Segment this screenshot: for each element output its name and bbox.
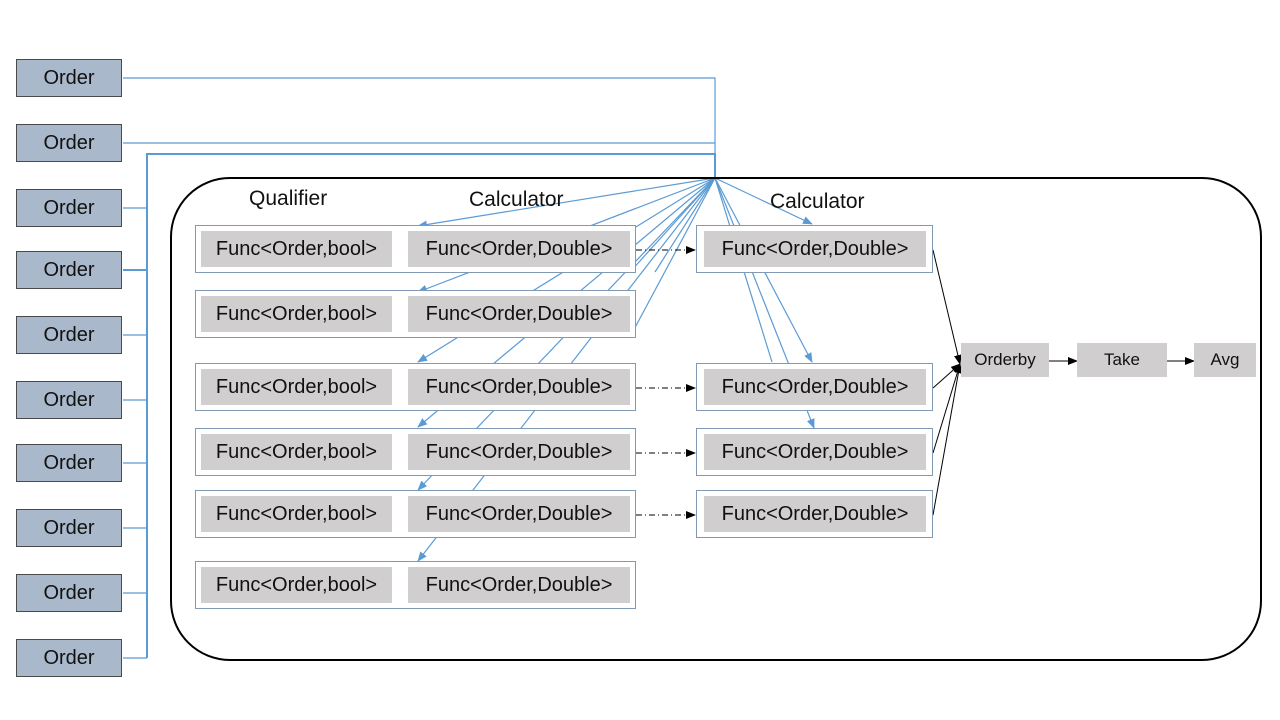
order-box: Order [16, 124, 122, 162]
calculator-row: Func<Order,Double> [696, 225, 933, 273]
calculator-func: Func<Order,Double> [408, 567, 630, 603]
order-box: Order [16, 444, 122, 482]
calculator-row: Func<Order,Double> [696, 428, 933, 476]
order-box: Order [16, 59, 122, 97]
qualifier-func: Func<Order,bool> [201, 369, 392, 405]
qualifier-func: Func<Order,bool> [201, 434, 392, 470]
order-box: Order [16, 316, 122, 354]
order-box: Order [16, 251, 122, 289]
order-box: Order [16, 639, 122, 677]
func-row: Func<Order,bool> Func<Order,Double> [195, 428, 636, 476]
calculator-func: Func<Order,Double> [408, 369, 630, 405]
func-row: Func<Order,bool> Func<Order,Double> [195, 225, 636, 273]
calculator-func: Func<Order,Double> [704, 496, 926, 532]
calculator-header-left: Calculator [469, 188, 564, 211]
order-bus [146, 153, 716, 658]
qualifier-header: Qualifier [249, 187, 328, 210]
order-1-wire [123, 77, 716, 178]
calculator-func: Func<Order,Double> [408, 296, 630, 332]
calculator-func: Func<Order,Double> [704, 231, 926, 267]
avg-step: Avg [1194, 343, 1256, 377]
qualifier-func: Func<Order,bool> [201, 496, 392, 532]
qualifier-func: Func<Order,bool> [201, 567, 392, 603]
func-row: Func<Order,bool> Func<Order,Double> [195, 561, 636, 609]
orderby-step: Orderby [961, 343, 1049, 377]
calculator-func: Func<Order,Double> [408, 231, 630, 267]
processing-container [170, 177, 1262, 661]
calculator-func: Func<Order,Double> [408, 496, 630, 532]
calculator-func: Func<Order,Double> [704, 369, 926, 405]
qualifier-func: Func<Order,bool> [201, 231, 392, 267]
order-box: Order [16, 574, 122, 612]
calculator-func: Func<Order,Double> [408, 434, 630, 470]
func-row: Func<Order,bool> Func<Order,Double> [195, 490, 636, 538]
take-step: Take [1077, 343, 1167, 377]
calculator-row: Func<Order,Double> [696, 363, 933, 411]
calculator-header-right: Calculator [770, 190, 865, 213]
calculator-func: Func<Order,Double> [704, 434, 926, 470]
order-box: Order [16, 509, 122, 547]
order-box: Order [16, 381, 122, 419]
fan-wire [417, 177, 716, 229]
qualifier-func: Func<Order,bool> [201, 296, 392, 332]
calculator-row: Func<Order,Double> [696, 490, 933, 538]
func-row: Func<Order,bool> Func<Order,Double> [195, 290, 636, 338]
func-row: Func<Order,bool> Func<Order,Double> [195, 363, 636, 411]
order-box: Order [16, 189, 122, 227]
